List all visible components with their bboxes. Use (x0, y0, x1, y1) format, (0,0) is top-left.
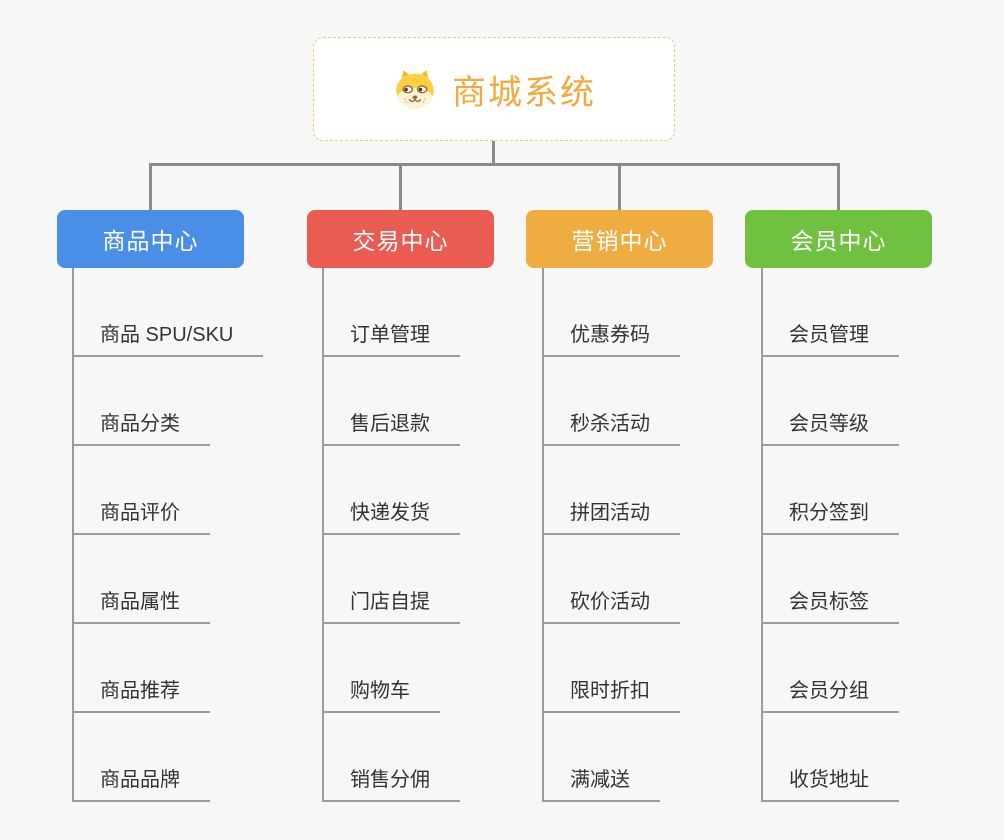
branch-box-trade-center[interactable]: 交易中心 (307, 210, 494, 268)
leaf-node[interactable]: 收货地址 (761, 768, 899, 802)
branch-box-marketing-center[interactable]: 营销中心 (526, 210, 713, 268)
leaf-node[interactable]: 限时折扣 (542, 679, 680, 713)
branch-trunk-line-marketing (542, 268, 544, 802)
leaf-node[interactable]: 商品分类 (72, 412, 210, 446)
root-title: 商城系统 (452, 73, 596, 112)
leaf-node[interactable]: 会员分组 (761, 679, 899, 713)
leaf-node[interactable]: 快递发货 (322, 501, 460, 535)
branch-items-trade: 订单管理 售后退款 快递发货 门店自提 购物车 销售分佣 (322, 268, 460, 802)
leaf-node[interactable]: 拼团活动 (542, 501, 680, 535)
root-node[interactable]: 商城系统 (313, 37, 675, 141)
leaf-node[interactable]: 会员标签 (761, 590, 899, 624)
leaf-node[interactable]: 商品品牌 (72, 768, 210, 802)
leaf-node[interactable]: 购物车 (322, 679, 440, 713)
leaf-node[interactable]: 优惠券码 (542, 323, 680, 357)
connector-drop-member (837, 163, 840, 211)
branch-items-member: 会员管理 会员等级 积分签到 会员标签 会员分组 收货地址 (761, 268, 899, 802)
leaf-node[interactable]: 秒杀活动 (542, 412, 680, 446)
connector-drop-marketing (618, 163, 621, 211)
branch-box-member-center[interactable]: 会员中心 (745, 210, 932, 268)
connector-root-stub (492, 141, 495, 166)
leaf-node[interactable]: 售后退款 (322, 412, 460, 446)
leaf-node[interactable]: 会员等级 (761, 412, 899, 446)
branch-trunk-line-member (761, 268, 763, 802)
branch-items-product: 商品 SPU/SKU 商品分类 商品评价 商品属性 商品推荐 商品品牌 (72, 268, 264, 802)
connector-drop-trade (399, 163, 402, 211)
branch-trunk-line-product (72, 268, 74, 802)
branch-items-marketing: 优惠券码 秒杀活动 拼团活动 砍价活动 限时折扣 满减送 (542, 268, 680, 802)
shiba-dog-icon (392, 67, 438, 111)
connector-drop-product (149, 163, 152, 211)
leaf-node[interactable]: 商品推荐 (72, 679, 210, 713)
leaf-node[interactable]: 砍价活动 (542, 590, 680, 624)
leaf-node[interactable]: 销售分佣 (322, 768, 460, 802)
branch-trunk-line-trade (322, 268, 324, 802)
leaf-node[interactable]: 会员管理 (761, 323, 899, 357)
leaf-node[interactable]: 商品评价 (72, 501, 210, 535)
leaf-node[interactable]: 订单管理 (322, 323, 460, 357)
leaf-node[interactable]: 满减送 (542, 768, 660, 802)
leaf-node[interactable]: 门店自提 (322, 590, 460, 624)
leaf-node[interactable]: 商品属性 (72, 590, 210, 624)
leaf-node[interactable]: 商品 SPU/SKU (72, 323, 264, 357)
leaf-node[interactable]: 积分签到 (761, 501, 899, 535)
connector-horizontal-bar (149, 163, 840, 166)
branch-box-product-center[interactable]: 商品中心 (57, 210, 244, 268)
